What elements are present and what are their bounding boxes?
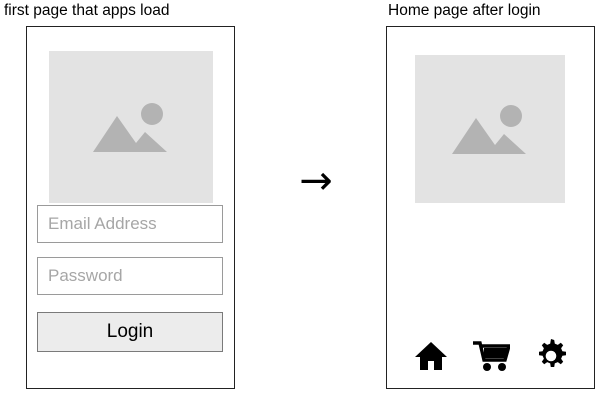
image-placeholder-icon bbox=[452, 105, 526, 154]
login-button[interactable]: Login bbox=[37, 312, 223, 352]
home-image-placeholder bbox=[415, 55, 565, 203]
email-field[interactable]: Email Address bbox=[37, 205, 223, 243]
shopping-cart-icon[interactable] bbox=[471, 336, 511, 376]
image-placeholder-icon bbox=[93, 103, 167, 152]
caption-home-screen: Home page after login bbox=[388, 2, 541, 19]
home-icon[interactable] bbox=[411, 336, 451, 376]
home-screen-frame bbox=[386, 26, 595, 389]
bottom-navigation-bar bbox=[401, 334, 581, 378]
caption-login-screen: first page that apps load bbox=[4, 2, 170, 19]
login-screen-frame: Email Address Password Login bbox=[26, 26, 235, 389]
password-field[interactable]: Password bbox=[37, 257, 223, 295]
gear-icon[interactable] bbox=[531, 336, 571, 376]
login-image-placeholder bbox=[49, 51, 213, 203]
right-arrow-icon: → bbox=[299, 158, 333, 204]
